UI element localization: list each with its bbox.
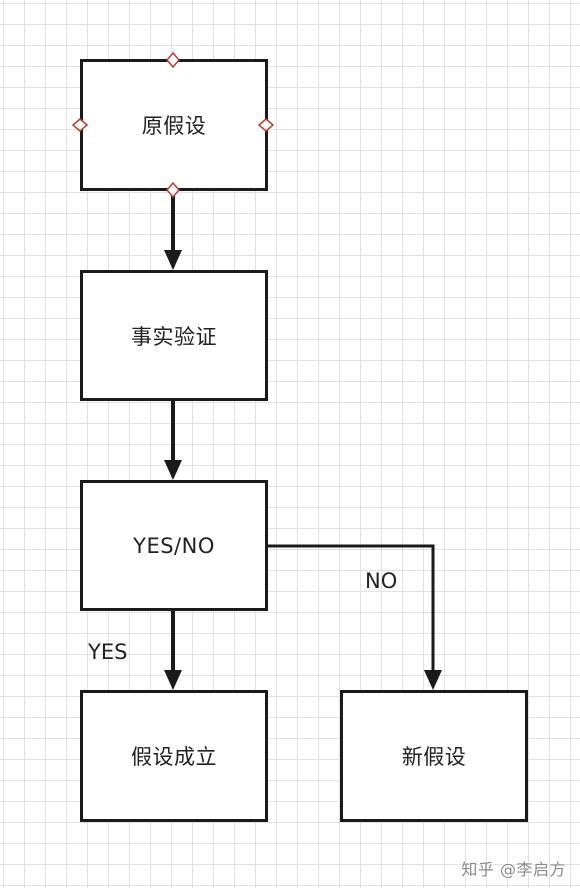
edge-label-no: NO (365, 569, 398, 593)
watermark-text: 知乎 @李启方 (461, 860, 566, 879)
node-established[interactable]: 假设成立 (80, 690, 268, 822)
arrowhead-hypothesis-to-verification (164, 250, 182, 270)
node-decision[interactable]: YES/NO (80, 480, 268, 611)
arrowhead-decision-to-established (164, 670, 182, 690)
node-new-hypothesis[interactable]: 新假设 (340, 690, 528, 822)
edge-label-yes: YES (88, 640, 128, 664)
resize-handle-bottom[interactable] (166, 181, 180, 199)
arrowhead-verification-to-decision (164, 460, 182, 480)
arrowhead-decision-to-new-hypothesis (424, 670, 442, 690)
node-verification[interactable]: 事实验证 (80, 270, 268, 401)
node-decision-label: YES/NO (133, 533, 215, 558)
node-new-hypothesis-label: 新假设 (401, 745, 467, 769)
resize-handle-right[interactable] (257, 118, 275, 132)
resize-handle-top[interactable] (166, 51, 180, 69)
node-established-label: 假设成立 (131, 745, 217, 769)
edge-decision-to-new-hypothesis (267, 544, 435, 670)
node-verification-label: 事实验证 (131, 324, 217, 349)
node-hypothesis-label: 原假设 (141, 114, 207, 138)
resize-handle-left[interactable] (71, 118, 89, 132)
